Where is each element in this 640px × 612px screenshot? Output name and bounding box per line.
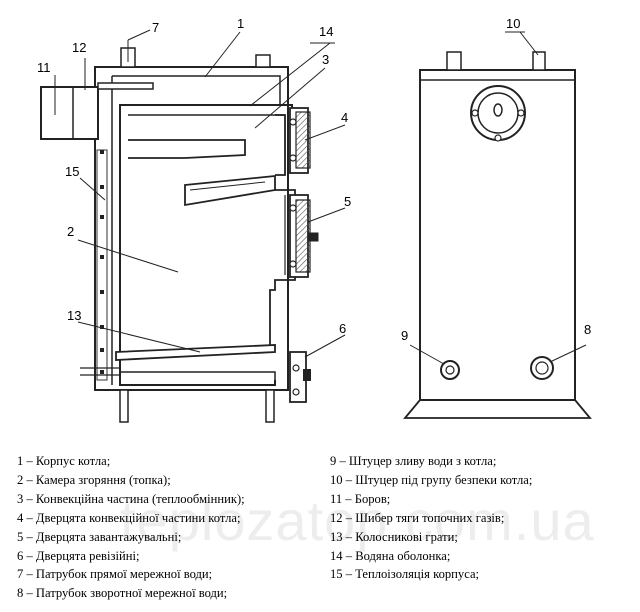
insulation (96, 149, 108, 381)
callout-12: 12 (72, 40, 86, 55)
flue-outlet (40, 86, 99, 140)
baffle-upper (128, 139, 246, 159)
legend-item: 3 – Конвекційна частина (теплообмінник); (17, 491, 245, 506)
callout-9: 9 (401, 328, 408, 343)
legend-item: 1 – Корпус котла; (17, 454, 111, 468)
legend-item: 12 – Шибер тяги топочних газів; (330, 510, 505, 525)
legend-left-column: 1 – Корпус котла; 2 – Камера згоряння (т… (17, 452, 245, 603)
watermark: teplozatop.com.ua (120, 489, 595, 552)
legend-item: 4 – Дверцята конвекційної частини котла; (17, 510, 241, 525)
grate (115, 344, 276, 361)
leader-lines (54, 29, 346, 358)
legend-item: 8 – Патрубок зворотної мережної води; (17, 586, 228, 601)
callout-15: 15 (65, 164, 79, 179)
callout-14: 14 (319, 24, 333, 39)
section-view (40, 47, 319, 423)
callout-4: 4 (341, 110, 348, 125)
legend-item: 13 – Колосникові грати; (330, 529, 458, 544)
legend-item: 14 – Водяна оболонка; (330, 548, 451, 563)
callout-7: 7 (152, 20, 159, 35)
legend-item: 6 – Дверцята ревізійні; (17, 548, 140, 563)
legend-item: 11 – Боров; (330, 491, 391, 506)
callout-13: 13 (67, 308, 81, 323)
pipe-10 (532, 51, 546, 71)
callout-8: 8 (584, 322, 591, 337)
callout-6: 6 (339, 321, 346, 336)
legend-right-column: 9 – Штуцер зливу води з котла; 10 – Штуц… (330, 452, 532, 584)
callout-3: 3 (322, 52, 329, 67)
callout-2: 2 (67, 224, 74, 239)
legend-item: 10 – Штуцер під групу безпеки котла; (330, 472, 533, 487)
legend-item: 9 – Штуцер зливу води з котла; (330, 454, 497, 468)
callout-10: 10 (506, 16, 520, 31)
baffle-lower (184, 175, 276, 207)
callout-5: 5 (344, 194, 351, 209)
callout-11: 11 (37, 60, 51, 75)
legend-item: 5 – Дверцята завантажувальні; (17, 529, 182, 544)
legend-item: 7 – Патрубок прямої мережної води; (17, 567, 213, 582)
legend-item: 2 – Камера згоряння (топка); (17, 472, 171, 487)
legend-item: 15 – Теплоізоляція корпуса; (330, 567, 480, 582)
front-view (403, 51, 592, 419)
boiler-casing (94, 66, 289, 391)
boiler-diagram: 1 2 3 4 5 6 7 8 9 10 11 12 13 14 15 (37, 16, 592, 423)
callout-1: 1 (237, 16, 244, 31)
